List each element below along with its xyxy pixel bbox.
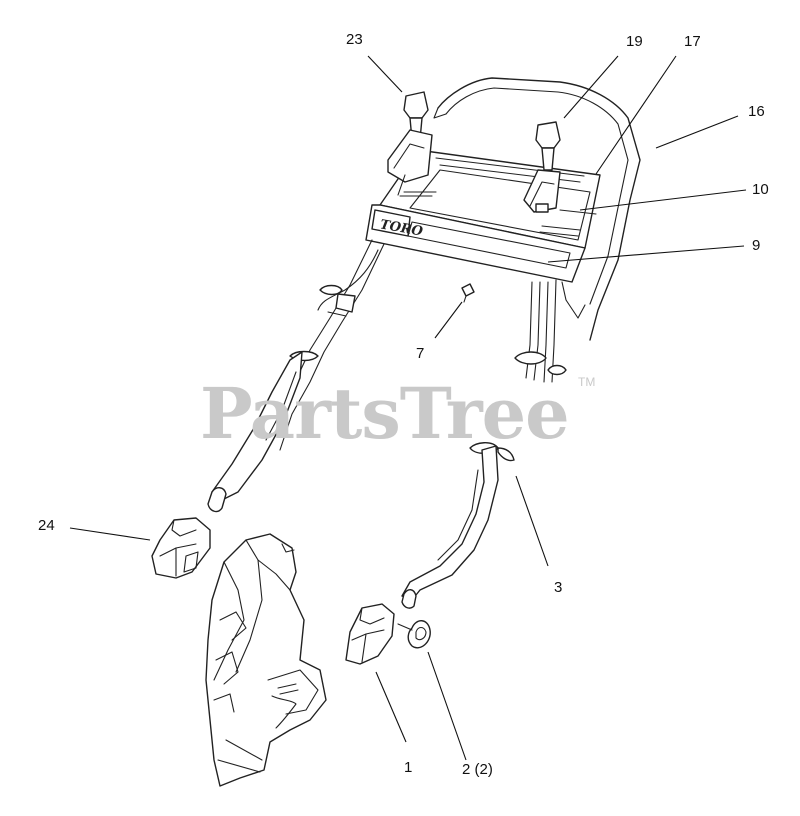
leader-9 <box>547 245 745 263</box>
watermark-text: PartsTree <box>200 372 569 455</box>
leader-16 <box>655 115 739 149</box>
leader-10 <box>579 189 747 211</box>
lower-handle-right <box>401 442 515 609</box>
left-lever-23 <box>387 91 433 196</box>
upper-handle-16 <box>433 77 641 341</box>
bracket-1 <box>345 603 395 665</box>
callout-19: 19 <box>626 33 643 50</box>
leader-2 <box>427 651 467 761</box>
leader-lines <box>69 55 747 761</box>
leader-7 <box>434 301 463 339</box>
toro-logo: TORO <box>379 217 425 239</box>
callout-16: 16 <box>748 103 765 120</box>
watermark: PartsTree TM <box>200 372 595 455</box>
leader-17 <box>595 55 677 175</box>
callout-2: 2 (2) <box>462 761 493 778</box>
callout-9: 9 <box>752 237 760 254</box>
callout-labels: 23 19 17 16 10 9 7 24 3 1 2 (2) <box>38 31 769 778</box>
rear-deflector <box>205 533 327 787</box>
lower-handle-left <box>207 350 319 513</box>
callout-1: 1 <box>404 759 412 776</box>
callout-3: 3 <box>554 579 562 596</box>
leader-3 <box>515 475 549 567</box>
upper-handle-right-leg <box>514 279 586 383</box>
callout-23: 23 <box>346 31 363 48</box>
callout-10: 10 <box>752 181 769 198</box>
knob-2 <box>397 620 431 649</box>
leader-19 <box>563 55 619 119</box>
leader-24 <box>69 527 151 541</box>
bracket-24 <box>151 517 211 579</box>
callout-17: 17 <box>684 33 701 50</box>
leader-23 <box>367 55 403 93</box>
callout-7: 7 <box>416 345 424 362</box>
callout-24: 24 <box>38 517 55 534</box>
right-lever-19 <box>523 121 561 213</box>
watermark-trademark: TM <box>578 375 595 389</box>
upper-handle-left-leg <box>267 239 385 451</box>
bolt-7 <box>461 283 475 303</box>
leader-1 <box>375 671 407 743</box>
